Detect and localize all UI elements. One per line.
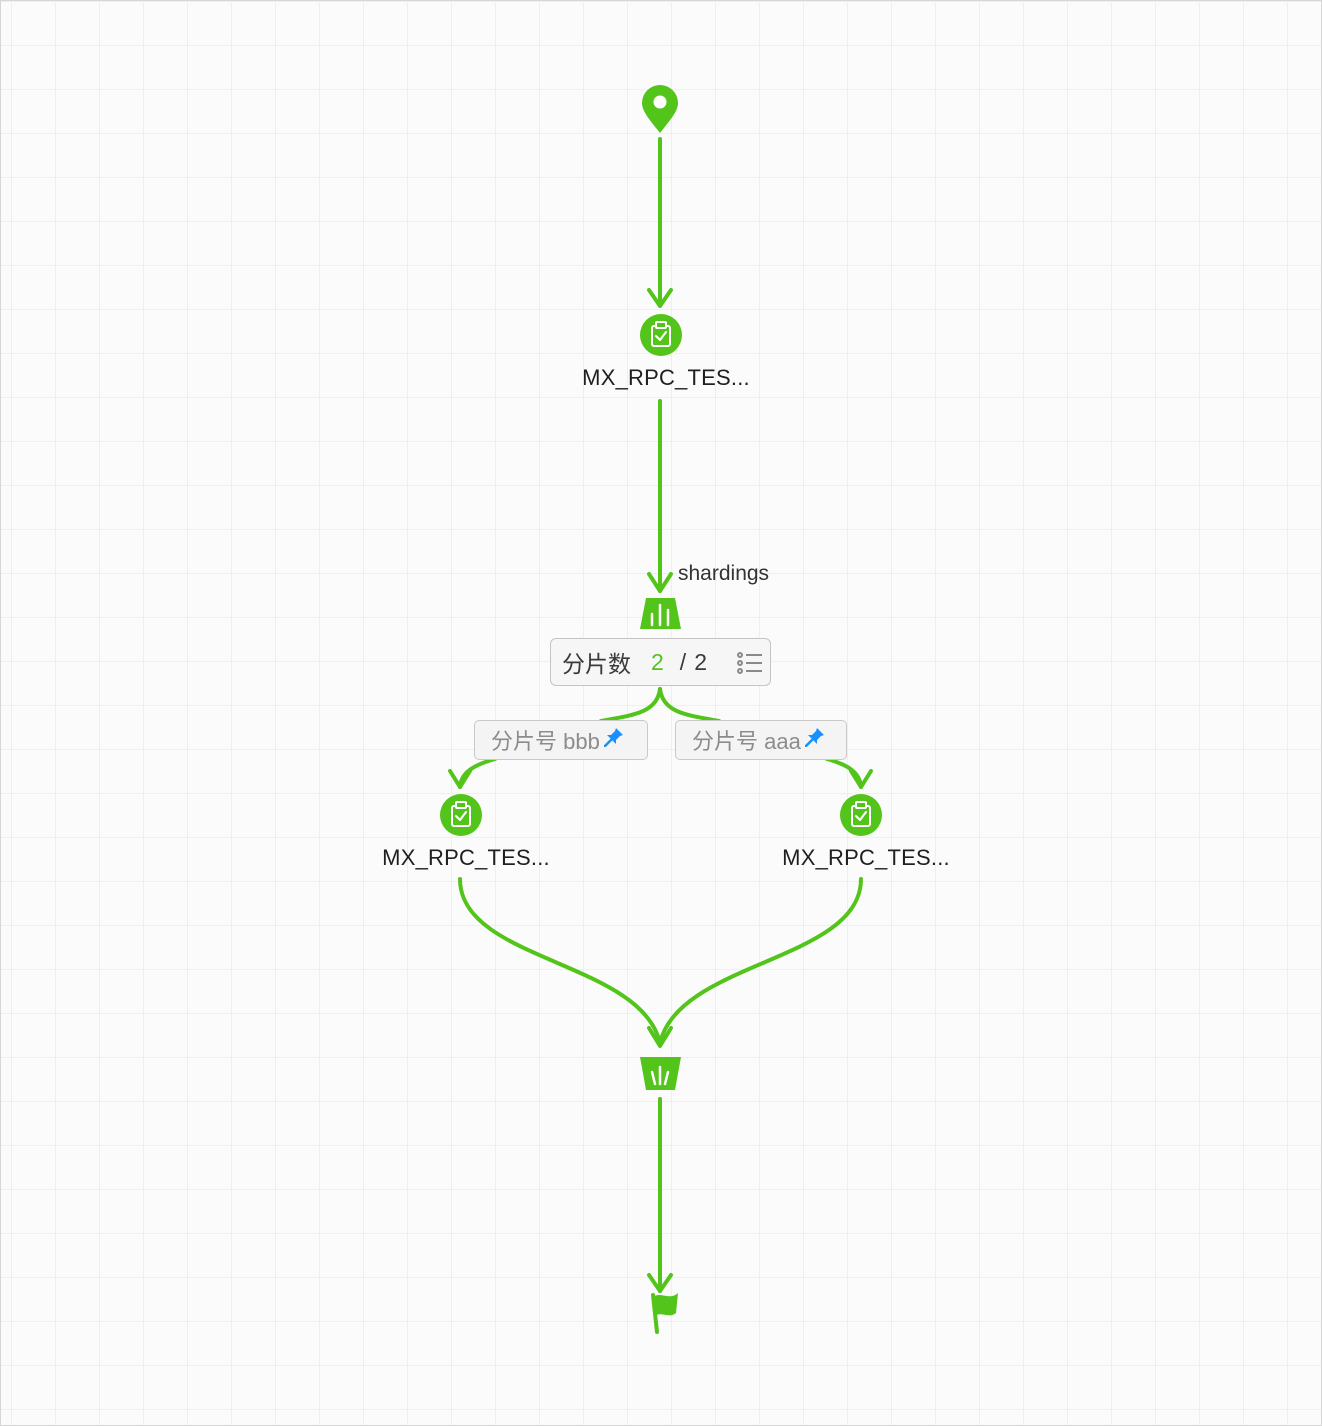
clipboard-check-icon[interactable] <box>640 314 682 356</box>
list-icon[interactable] <box>736 651 764 681</box>
shard-done-count: 2 <box>651 648 664 675</box>
finish-flag-icon[interactable] <box>651 1293 678 1334</box>
clipboard-check-icon[interactable] <box>440 794 482 836</box>
shard-tag-label: 分片号 aaa <box>692 729 801 754</box>
shard-count-separator: / <box>679 648 687 675</box>
edge-label-shardings: shardings <box>678 562 770 585</box>
pin-icon[interactable] <box>804 727 825 753</box>
task-node-label: MX_RPC_TES... <box>382 845 550 870</box>
shard-tag-bbb[interactable]: 分片号 bbb <box>474 720 648 760</box>
shard-tag-label: 分片号 bbb <box>491 729 600 754</box>
edge-arrowhead <box>647 1273 673 1293</box>
edge-arrowhead <box>647 288 673 308</box>
edge-left-task-to-merge <box>458 877 662 1045</box>
edge-arrowhead <box>849 769 873 789</box>
task-node-label: MX_RPC_TES... <box>582 365 750 390</box>
edge-right-task-to-merge <box>658 877 863 1045</box>
edge-arrowhead <box>448 769 472 789</box>
location-pin-icon[interactable] <box>642 85 678 133</box>
edge-arrowhead <box>647 1026 673 1048</box>
shard-total-count: 2 <box>694 648 707 675</box>
merge-bucket-icon[interactable] <box>640 1057 681 1090</box>
clipboard-check-icon[interactable] <box>840 794 882 836</box>
edge-arrowhead <box>647 572 673 593</box>
sharding-bucket-icon[interactable] <box>640 598 681 629</box>
shard-count-box: 分片数 2 / 2 <box>550 638 771 686</box>
task-node-label: MX_RPC_TES... <box>782 845 950 870</box>
pin-icon[interactable] <box>603 727 624 753</box>
shard-tag-aaa[interactable]: 分片号 aaa <box>675 720 847 760</box>
shard-count-label: 分片数 <box>562 651 631 677</box>
